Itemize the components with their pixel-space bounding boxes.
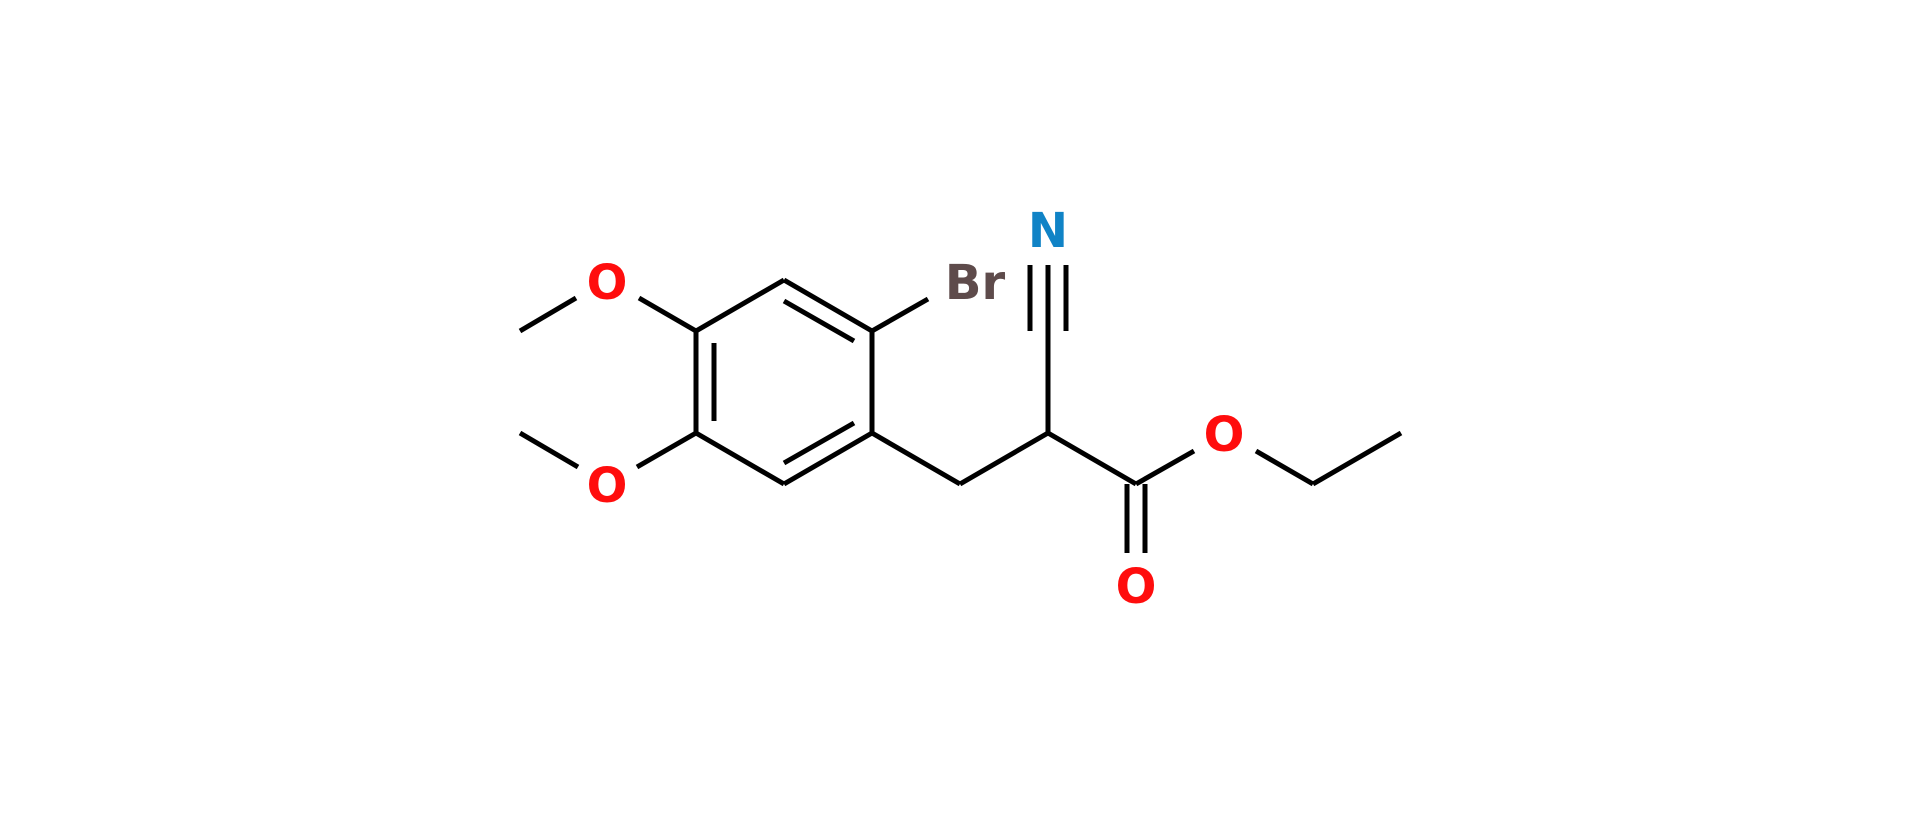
bond-ch-carbonyl-c	[1046, 430, 1138, 487]
bond-c5-o-bottom	[635, 430, 698, 470]
bond-carbonyl-c-o-ester	[1134, 448, 1196, 487]
bond-ring-c6-c5	[694, 430, 786, 487]
atom-o-methoxy-bottom: O	[587, 458, 628, 514]
bond-ring-c3-c2-inner	[782, 298, 856, 344]
bond-o-bottom-methyl	[518, 430, 580, 470]
bond-ring-c1-c6-inner	[782, 420, 856, 466]
atom-o-ester: O	[1204, 407, 1245, 463]
bond-ring-c3-c2	[782, 277, 874, 334]
bond-o-top-methyl	[518, 295, 578, 334]
atom-o-methoxy-top: O	[587, 255, 628, 311]
atom-o-carbonyl: O	[1116, 559, 1157, 615]
bond-c1-ch2	[870, 430, 962, 487]
bond-ethyl	[1311, 430, 1403, 487]
bond-ch2-ch	[958, 430, 1050, 487]
bond-c4-o-top	[637, 295, 698, 334]
bond-ring-c4-c3	[694, 277, 786, 334]
bond-ring-c1-c6	[782, 430, 874, 487]
atom-br: Br	[945, 255, 1006, 311]
atom-n-nitrile: N	[1028, 203, 1068, 259]
bond-c2-br	[870, 296, 930, 334]
bond-o-ester-ch2	[1254, 448, 1315, 487]
